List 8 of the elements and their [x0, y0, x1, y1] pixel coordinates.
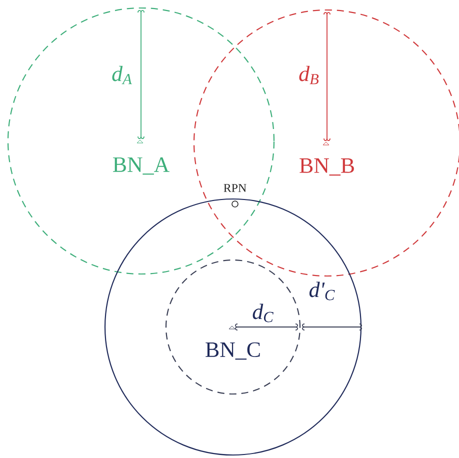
node-label: BN_B [300, 158, 354, 176]
node-label: BN_C [206, 342, 260, 360]
distance-label: d$_{C}$ [252, 304, 274, 322]
distance-label: d$_{B}$ [299, 66, 319, 84]
distance-label: d'$_{C}$ [309, 282, 335, 300]
distance-label: d$_{A}$ [112, 66, 132, 84]
node-label: BN_A [113, 157, 170, 175]
point-label: RPN [224, 184, 246, 192]
